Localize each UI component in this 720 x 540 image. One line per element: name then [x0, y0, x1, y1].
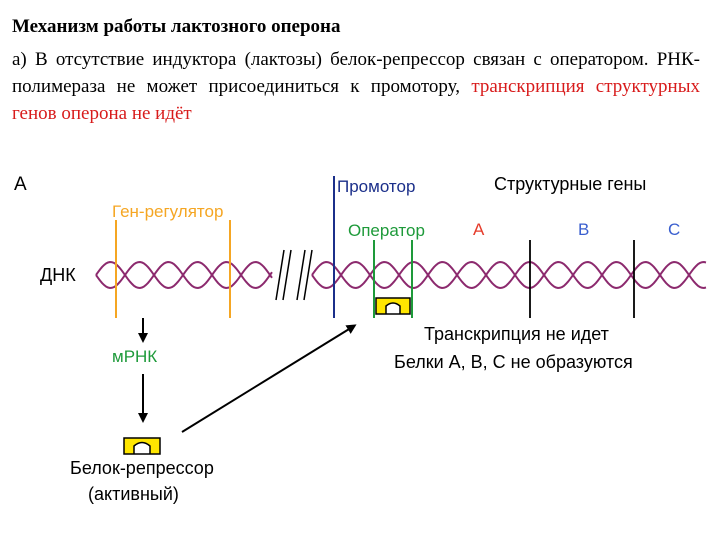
panel-letter: А — [14, 174, 27, 195]
gene-a-label: А — [473, 220, 485, 239]
dna-break-mark — [275, 249, 313, 301]
description-paragraph: а) В отсутствие индуктора (лактозы) бело… — [12, 46, 700, 127]
dna-helix — [95, 260, 707, 290]
regulator-gene-label: Ген-регулятор — [112, 202, 223, 221]
no-transcription-text: Транскрипция не идет — [424, 324, 609, 344]
description-text: а) В отсутствие индуктора (лактозы) бело… — [12, 49, 700, 97]
gene-c-label: С — [668, 220, 680, 239]
slide-title: Механизм работы лактозного оперона — [12, 16, 341, 37]
dna-strand-2-right — [311, 260, 707, 290]
dna-strand-2-left — [95, 260, 273, 290]
repressor-state-label: (активный) — [88, 484, 179, 504]
structural-genes-label: Структурные гены — [494, 174, 646, 194]
mrna-label: мРНК — [112, 347, 157, 366]
repressor-protein-shape — [123, 437, 161, 455]
repressor-to-operator-arrow — [181, 324, 357, 433]
operator-label: Оператор — [348, 221, 425, 240]
repressor-label: Белок-репрессор — [70, 458, 214, 478]
gene-b-label: В — [578, 220, 589, 239]
promoter-label: Промотор — [337, 177, 415, 196]
no-proteins-text: Белки А, В, С не образуются — [394, 352, 633, 372]
dna-strand-1-right — [311, 260, 707, 290]
dna-label: ДНК — [40, 265, 76, 285]
bound-repressor-shape — [375, 297, 411, 315]
description-highlight: транскрипция структурных генов оперона н… — [12, 76, 700, 124]
